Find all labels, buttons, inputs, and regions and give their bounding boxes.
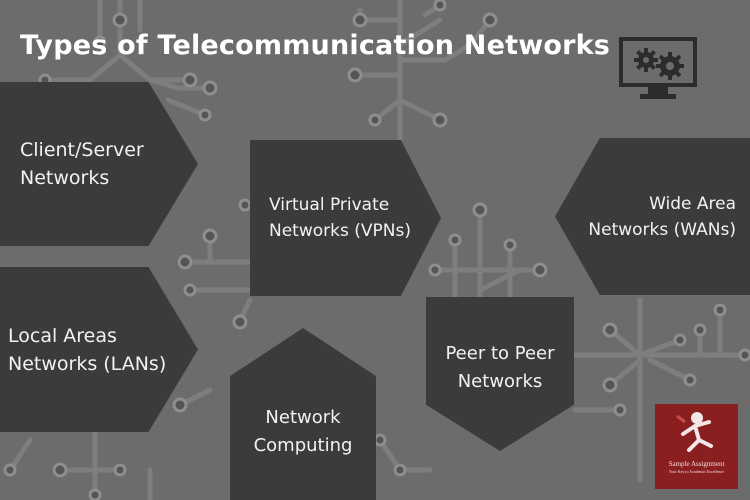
local-area-networks-box: Local Areas Networks (LANs) bbox=[0, 267, 198, 432]
computer-settings-icon bbox=[619, 37, 697, 99]
wan-line2: Networks (WANs) bbox=[588, 219, 736, 240]
vpn-box: Virtual Private Networks (VPNs) bbox=[250, 140, 441, 296]
computing-line1: Network bbox=[265, 407, 341, 428]
logo-tagline: Your Key to Academic Excellence bbox=[668, 469, 725, 474]
local-area-line2: Networks (LANs) bbox=[8, 352, 167, 375]
client-server-line1: Client/Server bbox=[20, 139, 144, 161]
brand-logo: Sample Assignment Your Key to Academic E… bbox=[655, 404, 738, 489]
peer-line1: Peer to Peer bbox=[445, 343, 555, 364]
wan-line1: Wide Area bbox=[649, 193, 736, 214]
figure-logo-icon bbox=[676, 412, 713, 452]
logo-name: Sample Assignment bbox=[668, 460, 725, 468]
computing-line2: Computing bbox=[253, 435, 353, 456]
wide-area-networks-box: Wide Area Networks (WANs) bbox=[555, 138, 750, 295]
local-area-line1: Local Areas bbox=[8, 324, 117, 347]
vpn-line1: Virtual Private bbox=[269, 195, 390, 215]
peer-line2: Networks bbox=[457, 371, 543, 392]
peer-to-peer-networks-box: Peer to Peer Networks bbox=[426, 297, 574, 451]
vpn-line2: Networks (VPNs) bbox=[269, 221, 411, 241]
client-server-line2: Networks bbox=[20, 167, 110, 189]
page-title: Types of Telecommunication Networks bbox=[20, 30, 611, 61]
